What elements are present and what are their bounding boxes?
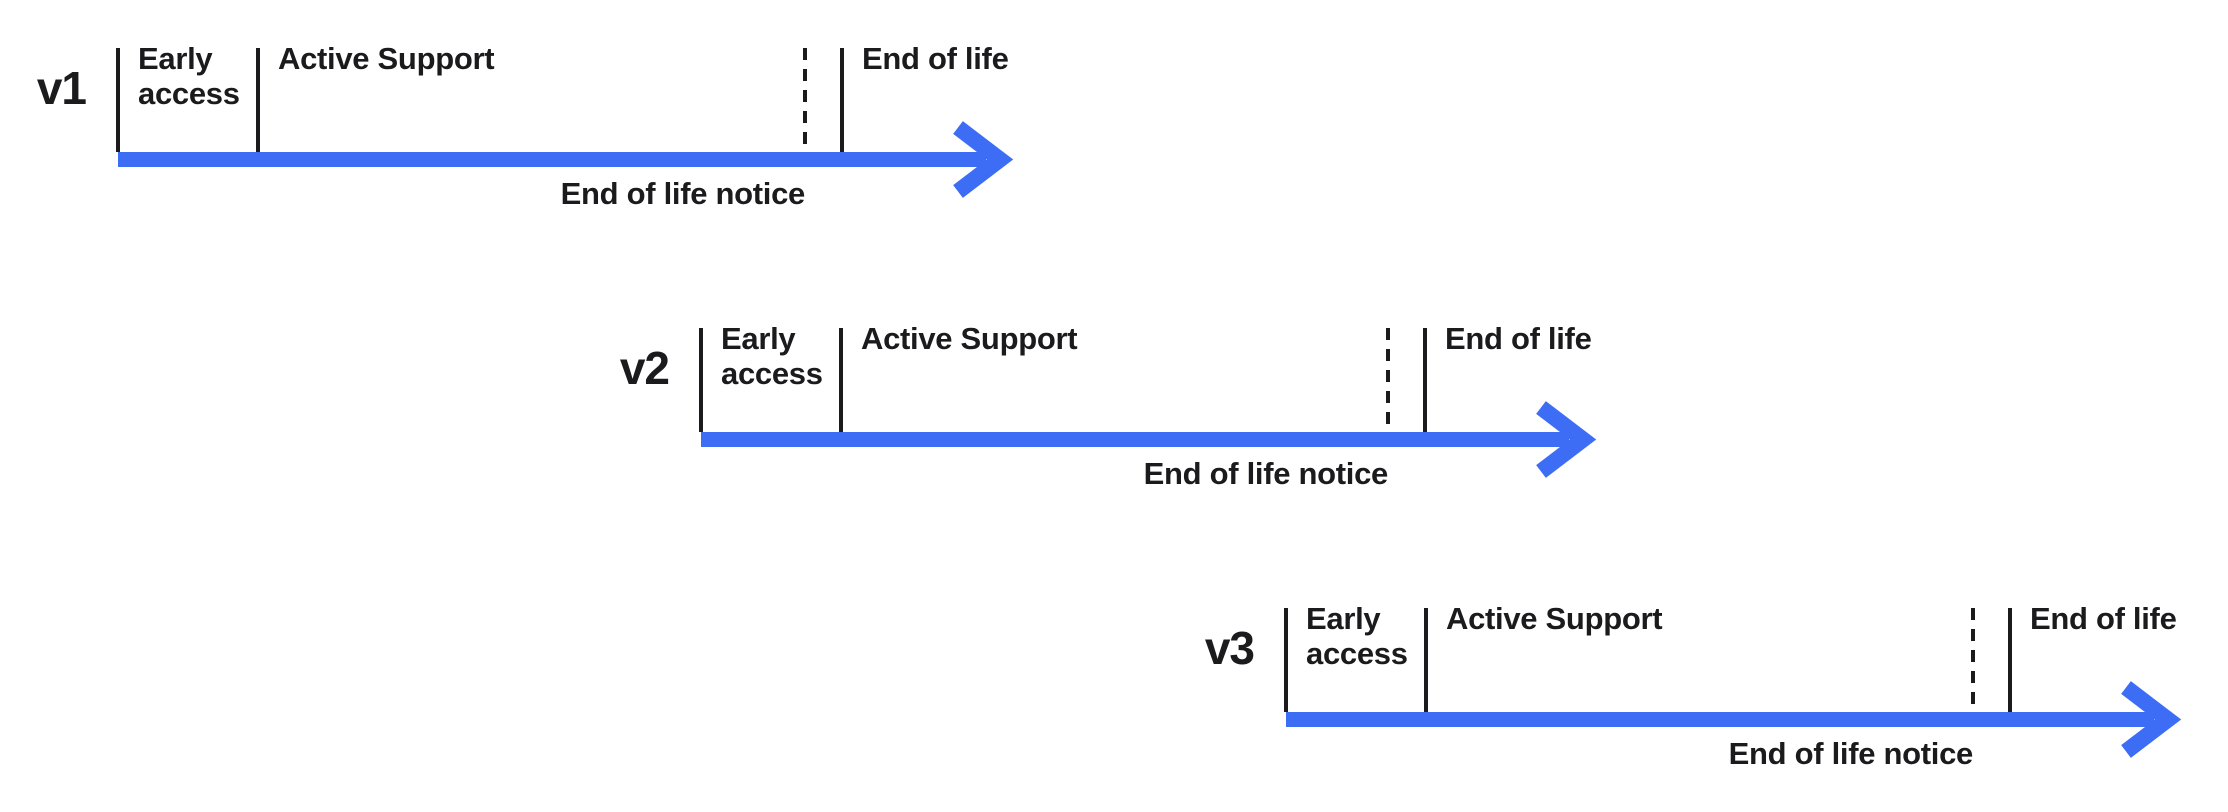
active-support-start-tick: [1424, 608, 1428, 712]
end-of-life-notice-label: End of life notice: [1728, 736, 1974, 771]
end-of-life-notice-label: End of life notice: [1143, 456, 1389, 491]
timeline-arrow: [1286, 681, 2182, 758]
early-access-start-tick: [699, 328, 703, 432]
active-support-start-tick: [839, 328, 843, 432]
arrowhead-icon: [1536, 401, 1597, 478]
active-support-label: Active Support: [1446, 601, 1663, 636]
timeline-v2: v2 Early access Active Support End of li…: [620, 321, 1631, 498]
timeline-v1: v1 Early access Active Support End of li…: [37, 41, 1048, 218]
eol-notice-dashed-line: [1386, 328, 1390, 428]
arrowhead-icon: [953, 121, 1014, 198]
end-of-life-label: End of life: [2030, 601, 2177, 636]
end-of-life-label: End of life: [862, 41, 1009, 76]
active-support-label: Active Support: [278, 41, 495, 76]
arrowhead-icon: [2121, 681, 2182, 758]
eol-notice-dashed-line: [803, 48, 807, 148]
end-of-life-tick: [840, 48, 844, 152]
early-access-label: Early access: [1306, 601, 1408, 671]
timeline-v3: v3 Early access Active Support End of li…: [1205, 601, 2216, 778]
early-access-start-tick: [1284, 608, 1288, 712]
active-support-label: Active Support: [861, 321, 1078, 356]
end-of-life-tick: [1423, 328, 1427, 432]
version-label: v3: [1204, 622, 1255, 674]
timeline-arrow: [701, 401, 1597, 478]
eol-notice-dashed-line: [1971, 608, 1975, 708]
timeline-arrow: [118, 121, 1014, 198]
early-access-start-tick: [116, 48, 120, 152]
version-label: v2: [619, 342, 670, 394]
end-of-life-tick: [2008, 608, 2012, 712]
active-support-start-tick: [256, 48, 260, 152]
end-of-life-label: End of life: [1445, 321, 1592, 356]
version-label: v1: [36, 62, 87, 114]
early-access-label: Early access: [721, 321, 823, 391]
end-of-life-notice-label: End of life notice: [560, 176, 806, 211]
early-access-label: Early access: [138, 41, 240, 111]
